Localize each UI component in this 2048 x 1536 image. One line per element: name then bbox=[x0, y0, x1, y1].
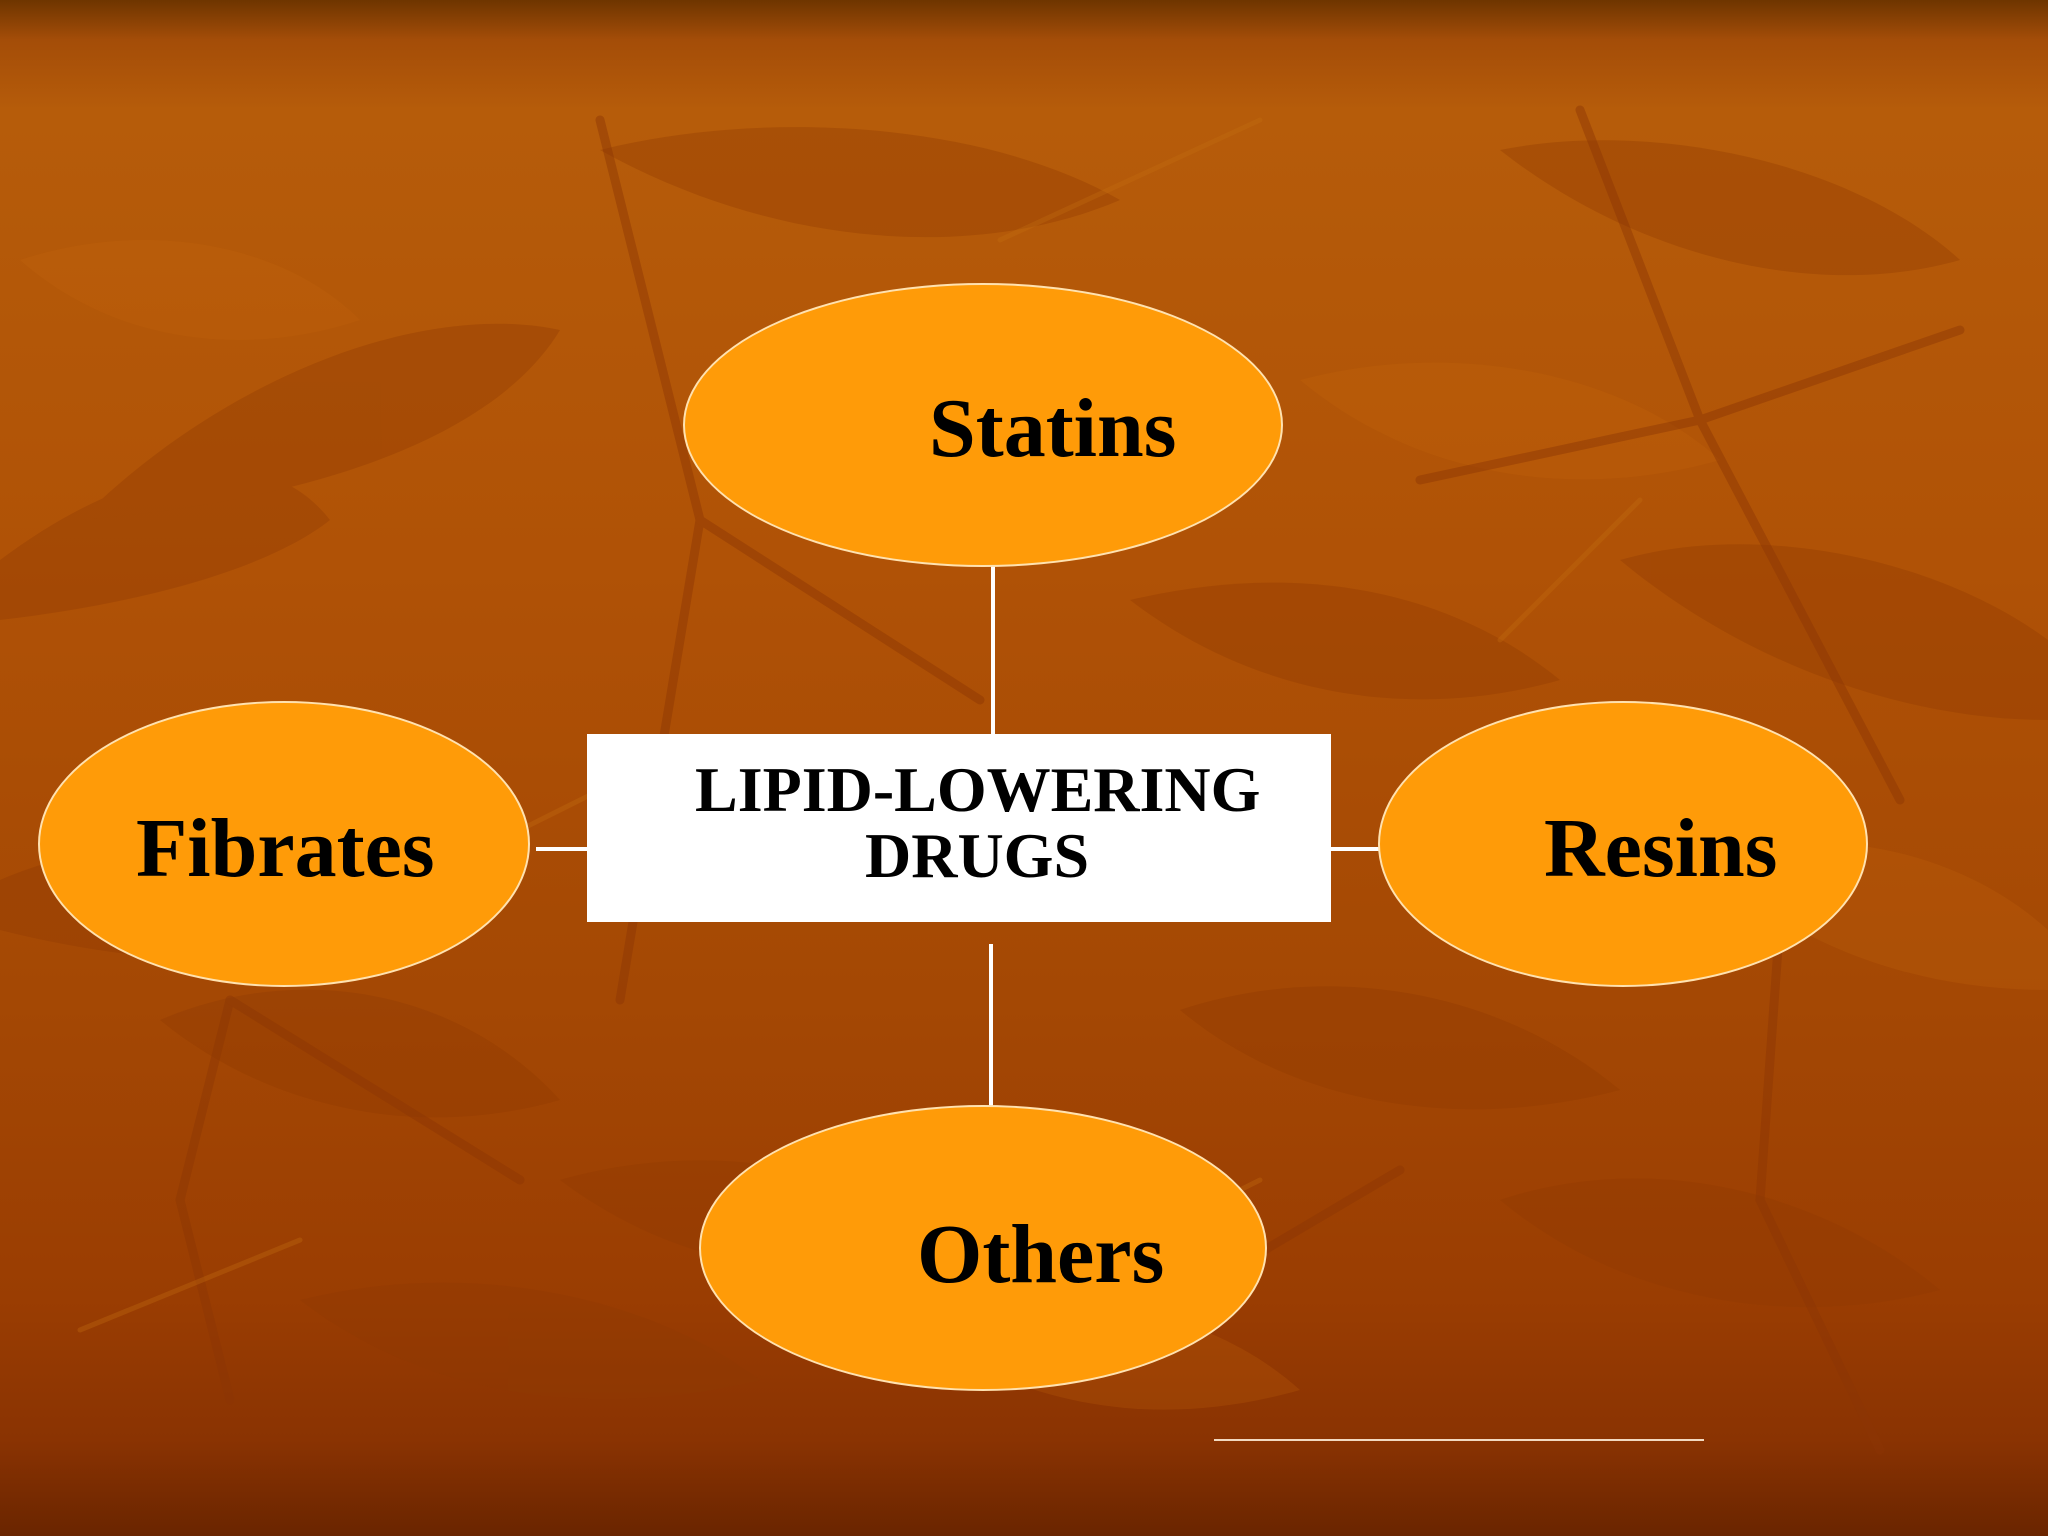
footer-divider bbox=[1214, 1439, 1704, 1441]
node-others-label: Others bbox=[917, 1208, 1165, 1301]
node-fibrates: Fibrates bbox=[38, 701, 530, 987]
node-statins-label: Statins bbox=[929, 382, 1177, 475]
connector-right bbox=[1330, 847, 1380, 851]
node-others: Others bbox=[699, 1105, 1267, 1391]
connector-top bbox=[991, 566, 995, 736]
center-title-line1: LIPID-LOWERING bbox=[695, 754, 1261, 825]
center-title-box: LIPID-LOWERING DRUGS bbox=[587, 734, 1331, 922]
node-resins-label: Resins bbox=[1544, 802, 1778, 895]
connector-bottom bbox=[989, 944, 993, 1106]
center-title-line2: DRUGS bbox=[865, 820, 1090, 891]
node-resins: Resins bbox=[1378, 701, 1868, 987]
node-fibrates-label: Fibrates bbox=[136, 802, 435, 895]
connector-left bbox=[536, 847, 588, 851]
node-statins: Statins bbox=[683, 283, 1283, 567]
